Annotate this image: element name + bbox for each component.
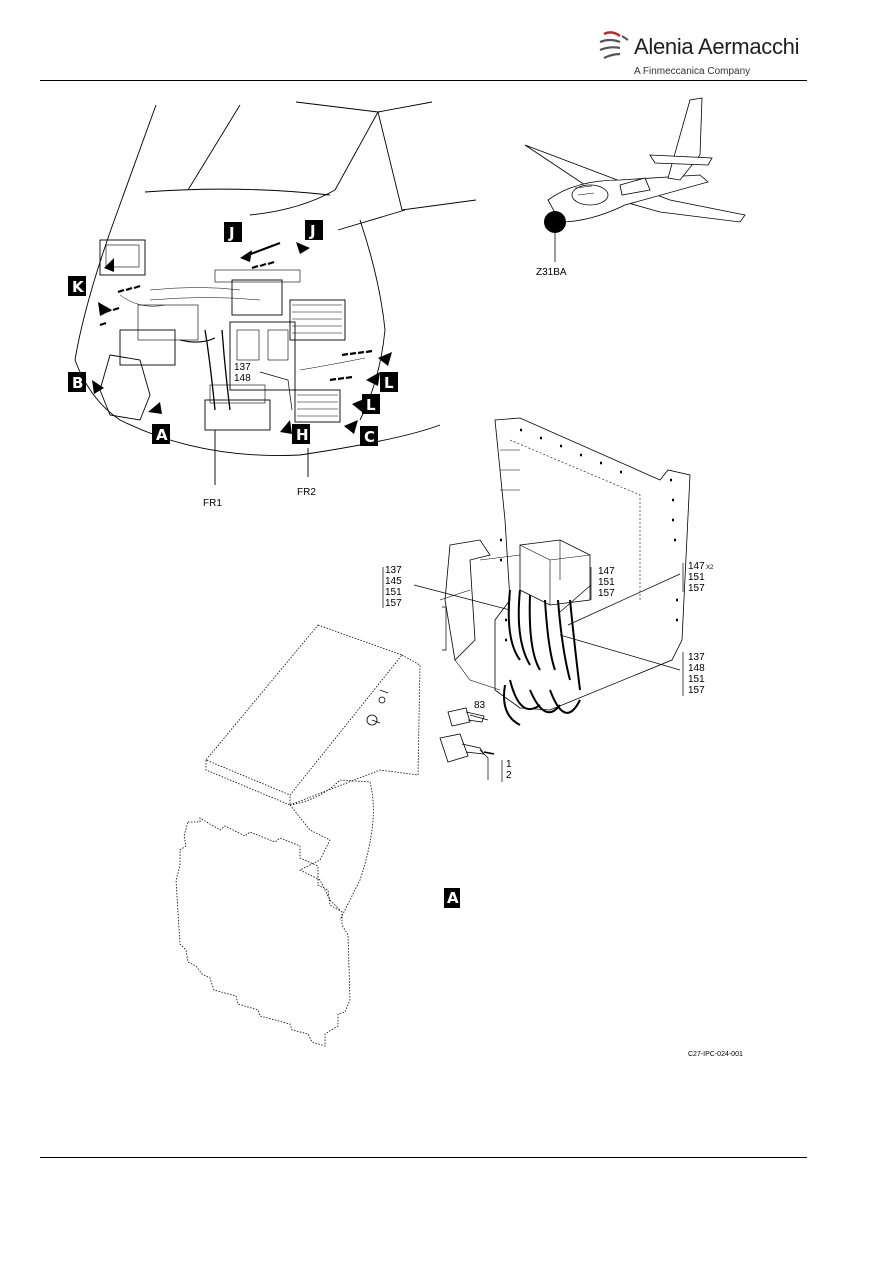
view-letter-box-J1: J: [224, 222, 242, 242]
cockpit-locator-view: [74, 101, 477, 485]
callout-148-top: 148: [234, 373, 251, 384]
callout-left-137: 137: [385, 565, 402, 576]
detail-a-letter-box: A: [444, 888, 460, 908]
callout-left-151: 151: [385, 587, 402, 598]
view-letter-box-J2: J: [305, 220, 323, 240]
figure-code: C27-IPC-024-001: [688, 1051, 743, 1058]
callout-rb-137: 137: [688, 652, 705, 663]
svg-text:C: C: [364, 428, 375, 446]
view-letter-box-L1: L: [380, 372, 398, 392]
footer-rule: [40, 1157, 807, 1158]
callout-right-147: 147: [688, 561, 705, 572]
callout-mid-157: 157: [598, 588, 615, 599]
view-arrows: [92, 242, 392, 434]
view-letter-box-H: H: [292, 424, 310, 444]
zone-marker: [544, 211, 566, 233]
callout-right-151: 151: [688, 572, 705, 583]
callout-right-147-qty: X2: [706, 565, 714, 571]
alenia-logo-icon: [599, 31, 629, 59]
callout-left-157: 157: [385, 598, 402, 609]
callout-left-145: 145: [385, 576, 402, 587]
svg-text:K: K: [72, 278, 85, 296]
svg-text:B: B: [72, 374, 83, 392]
detail-a-panel: [439, 417, 691, 726]
brand-name: Alenia Aermacchi: [634, 34, 800, 59]
callout-137-top: 137: [234, 362, 251, 373]
callout-leaders: [382, 563, 684, 780]
header-rule: [40, 80, 807, 81]
callout-rb-148: 148: [688, 663, 705, 674]
aircraft-silhouette: [524, 97, 746, 223]
callout-rb-157: 157: [688, 685, 705, 696]
svg-text:J: J: [228, 224, 235, 242]
callout-83: 83: [474, 700, 486, 711]
brand-tagline: A Finmeccanica Company: [634, 66, 751, 77]
callout-right-157: 157: [688, 583, 705, 594]
callout-1: 1: [506, 759, 512, 770]
callout-rb-151: 151: [688, 674, 705, 685]
svg-text:J: J: [309, 222, 316, 240]
exploded-cover-panel: [175, 624, 421, 1047]
svg-text:L: L: [384, 374, 394, 392]
svg-text:A: A: [156, 426, 168, 444]
brand-logo: Alenia Aermacchi A Finmeccanica Company: [598, 24, 800, 84]
svg-text:L: L: [366, 396, 376, 414]
connector-plug: [439, 707, 495, 763]
view-letter-box-L2: L: [362, 394, 380, 414]
view-letter-box-C: C: [360, 426, 378, 446]
view-letter-box-K: K: [68, 276, 86, 296]
frame-label-fr2: FR2: [297, 487, 316, 498]
frame-label-fr1: FR1: [203, 498, 222, 509]
svg-text:H: H: [296, 426, 309, 444]
view-letter-box-A: A: [152, 424, 170, 444]
svg-text:A: A: [447, 889, 459, 907]
callout-mid-151: 151: [598, 577, 615, 588]
view-letter-box-B: B: [68, 372, 86, 392]
callout-2: 2: [506, 770, 512, 781]
callout-mid-147: 147: [598, 566, 615, 577]
zone-label: Z31BA: [536, 267, 567, 278]
